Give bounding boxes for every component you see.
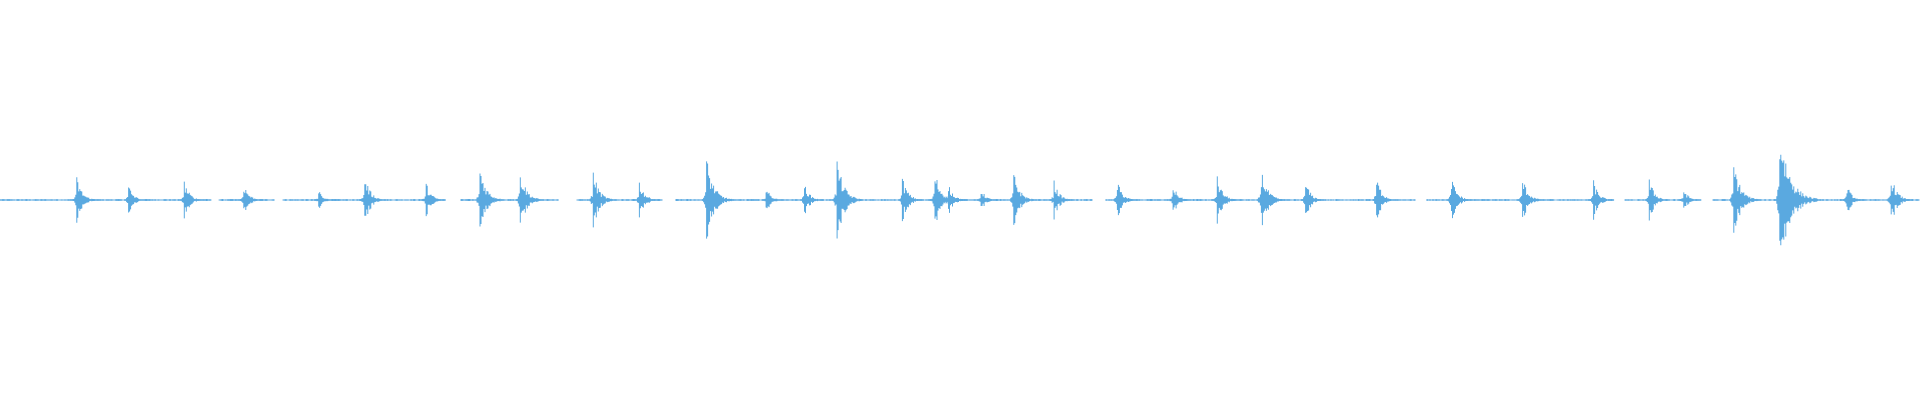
waveform-burst xyxy=(1256,174,1285,226)
waveform-burst xyxy=(588,172,617,228)
waveform-burst xyxy=(179,181,205,219)
waveform-burst xyxy=(1447,181,1473,219)
waveform-burst xyxy=(702,161,735,239)
waveform-burst xyxy=(72,177,99,223)
waveform-burst xyxy=(1009,175,1038,225)
waveform-burst xyxy=(1886,185,1913,215)
waveform-burst xyxy=(475,173,505,227)
waveform-burst xyxy=(1679,192,1702,208)
waveform-burst xyxy=(1518,183,1545,217)
waveform-burst xyxy=(1589,180,1615,220)
waveform-burst xyxy=(1729,167,1761,233)
waveform-burst xyxy=(944,187,968,213)
waveform-burst xyxy=(314,192,337,208)
waveform-bursts xyxy=(72,154,1913,246)
waveform-burst xyxy=(1168,190,1192,210)
waveform-burst xyxy=(976,194,999,206)
waveform-burst xyxy=(1842,189,1866,211)
waveform-burst xyxy=(1049,180,1075,220)
waveform-burst xyxy=(360,184,387,216)
waveform-burst xyxy=(239,189,264,211)
waveform-burst xyxy=(421,183,446,217)
waveform-burst xyxy=(761,191,785,209)
waveform-burst xyxy=(124,187,148,213)
waveform-burst xyxy=(634,182,660,218)
waveform-burst xyxy=(1112,184,1138,216)
waveform-burst xyxy=(1301,187,1327,213)
waveform-burst xyxy=(1775,154,1819,246)
waveform-burst xyxy=(800,186,824,214)
waveform-burst xyxy=(515,177,544,223)
waveform-burst xyxy=(1644,179,1670,221)
waveform-burst xyxy=(897,178,924,222)
waveform-burst xyxy=(832,161,864,239)
waveform-burst xyxy=(1372,182,1399,218)
waveform-burst xyxy=(1212,176,1239,224)
